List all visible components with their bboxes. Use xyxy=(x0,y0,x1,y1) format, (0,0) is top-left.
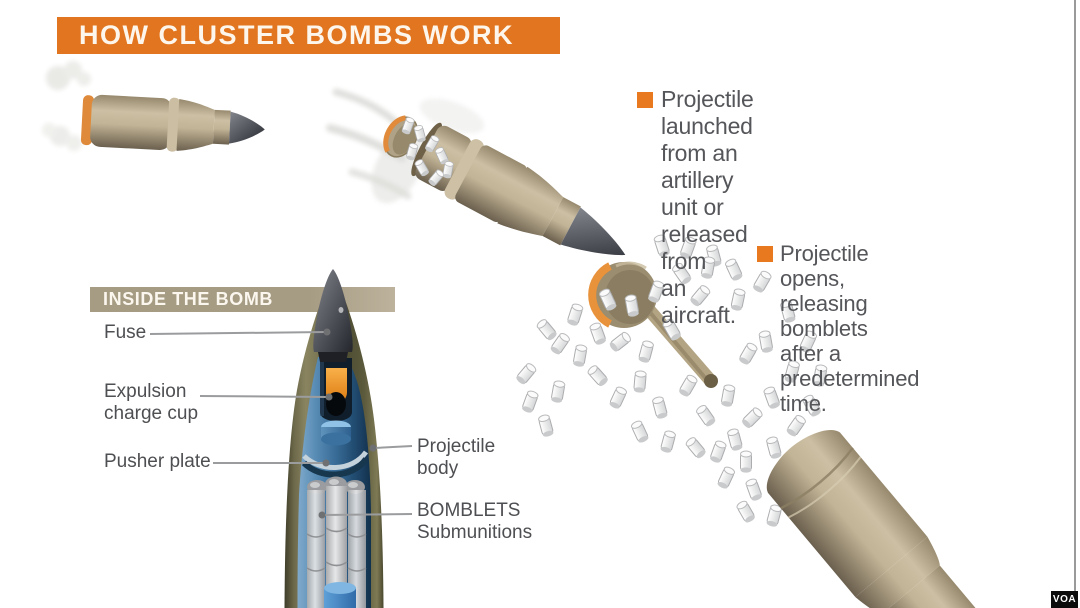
bomblets-at-opening xyxy=(400,116,455,188)
step-1-line-1: Projectile launched from an xyxy=(661,86,754,166)
bullet-square-icon xyxy=(757,246,773,262)
label-expulsion-charge-cup: Expulsion charge cup xyxy=(104,381,198,425)
label-expulsion-line-1: Expulsion xyxy=(104,381,187,402)
launched-projectile-illustration xyxy=(80,94,265,152)
launch-smoke-puffs xyxy=(42,61,91,151)
label-body-line-1: Projectile xyxy=(417,436,496,457)
label-bomblets-line-1: BOMBLETS xyxy=(417,500,521,521)
title-banner: HOW CLUSTER BOMBS WORK xyxy=(57,17,560,54)
inside-the-bomb-banner-label: INSIDE THE BOMB xyxy=(103,289,274,309)
step-1-text: Projectile launched from an artillery un… xyxy=(661,86,754,329)
label-fuse: Fuse xyxy=(104,322,147,343)
label-pusher-plate: Pusher plate xyxy=(104,451,211,472)
flight-smoke-trails xyxy=(326,88,485,204)
step-2-line-4: time. xyxy=(780,391,827,416)
label-projectile-body: Projectile body xyxy=(417,436,495,480)
bomb-cutaway-illustration xyxy=(284,269,384,608)
label-expulsion-line-2: charge cup xyxy=(104,403,199,424)
page-title: HOW CLUSTER BOMBS WORK xyxy=(79,20,514,50)
voa-logo: VOA xyxy=(1051,591,1078,608)
step-2-text: Projectile opens, releasing bomblets aft… xyxy=(780,241,919,416)
label-bomblets-submunitions: BOMBLETS Submunitions xyxy=(417,500,532,544)
right-edge-divider xyxy=(1074,0,1076,608)
step-1-line-3: an aircraft. xyxy=(661,275,736,328)
step-2-line-2: releasing bomblets xyxy=(780,291,868,341)
inside-the-bomb-banner: INSIDE THE BOMB xyxy=(90,287,395,312)
empty-casing-illustration xyxy=(766,429,1037,608)
separating-base-cap-illustration xyxy=(383,115,419,158)
bullet-square-icon xyxy=(637,92,653,108)
leader-dots xyxy=(318,328,377,519)
step-1-line-2: artillery unit or released from xyxy=(661,167,748,274)
voa-logo-text: VOA xyxy=(1052,594,1077,605)
opening-projectile-illustration xyxy=(411,122,626,256)
step-2-line-3: after a predetermined xyxy=(780,341,920,391)
label-bomblets-line-2: Submunitions xyxy=(417,522,533,543)
step-2-line-1: Projectile opens, xyxy=(780,241,869,291)
label-body-line-2: body xyxy=(417,458,459,479)
